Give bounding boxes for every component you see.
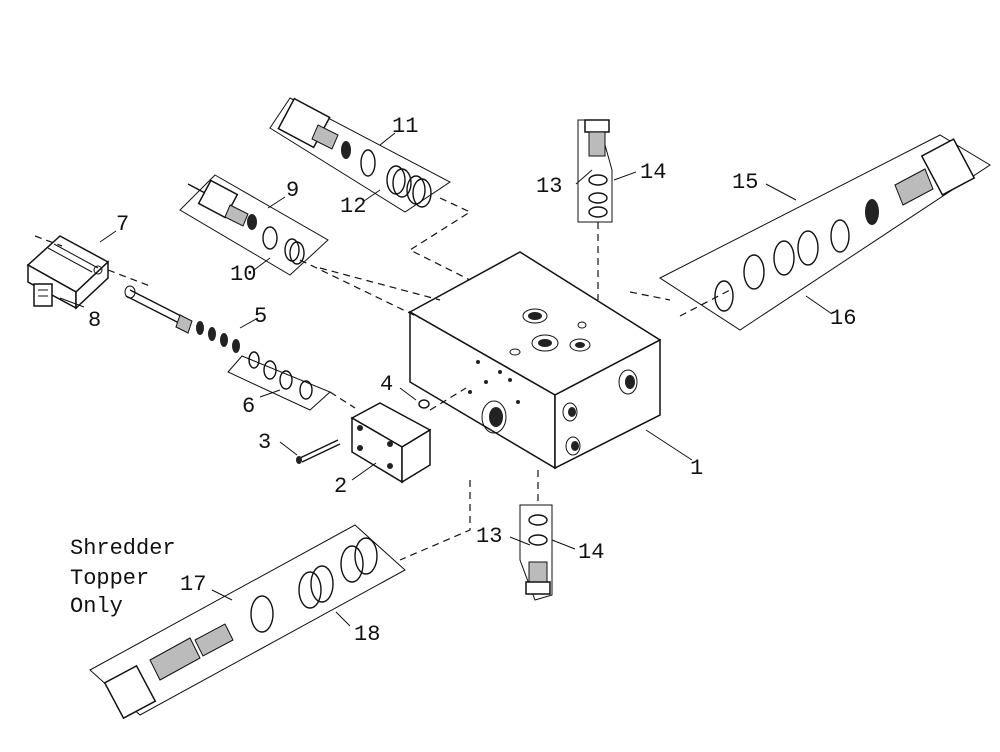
manifold-block xyxy=(408,251,662,470)
callout-15: 15 xyxy=(732,170,758,195)
check-valve-top xyxy=(577,119,613,223)
callout-13-top: 13 xyxy=(536,174,562,199)
callout-5: 5 xyxy=(254,304,267,329)
callout-1: 1 xyxy=(690,456,703,481)
callout-11: 11 xyxy=(392,114,418,139)
check-valve-bottom xyxy=(519,504,553,601)
note-line-1: Shredder xyxy=(70,536,176,561)
callout-12: 12 xyxy=(340,194,366,219)
callout-9: 9 xyxy=(286,178,299,203)
connector-plug xyxy=(33,283,53,307)
callout-14-bottom: 14 xyxy=(578,540,604,565)
solenoid-valve-stem xyxy=(124,285,331,411)
callout-17: 17 xyxy=(180,572,206,597)
callout-7: 7 xyxy=(116,212,129,237)
callout-3: 3 xyxy=(258,430,271,455)
cartridge-valve-17 xyxy=(89,524,406,720)
note-line-3: Only xyxy=(70,594,123,619)
callout-16: 16 xyxy=(830,306,856,331)
bolt xyxy=(296,439,341,464)
cartridge-valve-11 xyxy=(269,97,451,213)
note-line-2: Topper xyxy=(70,566,149,591)
subplate xyxy=(350,402,432,484)
callout-18: 18 xyxy=(354,622,380,647)
callout-10: 10 xyxy=(230,262,256,287)
callout-4: 4 xyxy=(380,372,393,397)
callout-8: 8 xyxy=(88,308,101,333)
assembly-guide-lines xyxy=(34,197,731,561)
callout-13-bottom: 13 xyxy=(476,524,502,549)
cartridge-valve-15 xyxy=(659,134,991,331)
callout-14-top: 14 xyxy=(640,160,666,185)
callout-6: 6 xyxy=(242,394,255,419)
leader-lines xyxy=(59,132,833,627)
cartridge-valve-9 xyxy=(179,174,329,276)
callout-2: 2 xyxy=(334,474,347,499)
o-ring-small xyxy=(418,399,430,409)
